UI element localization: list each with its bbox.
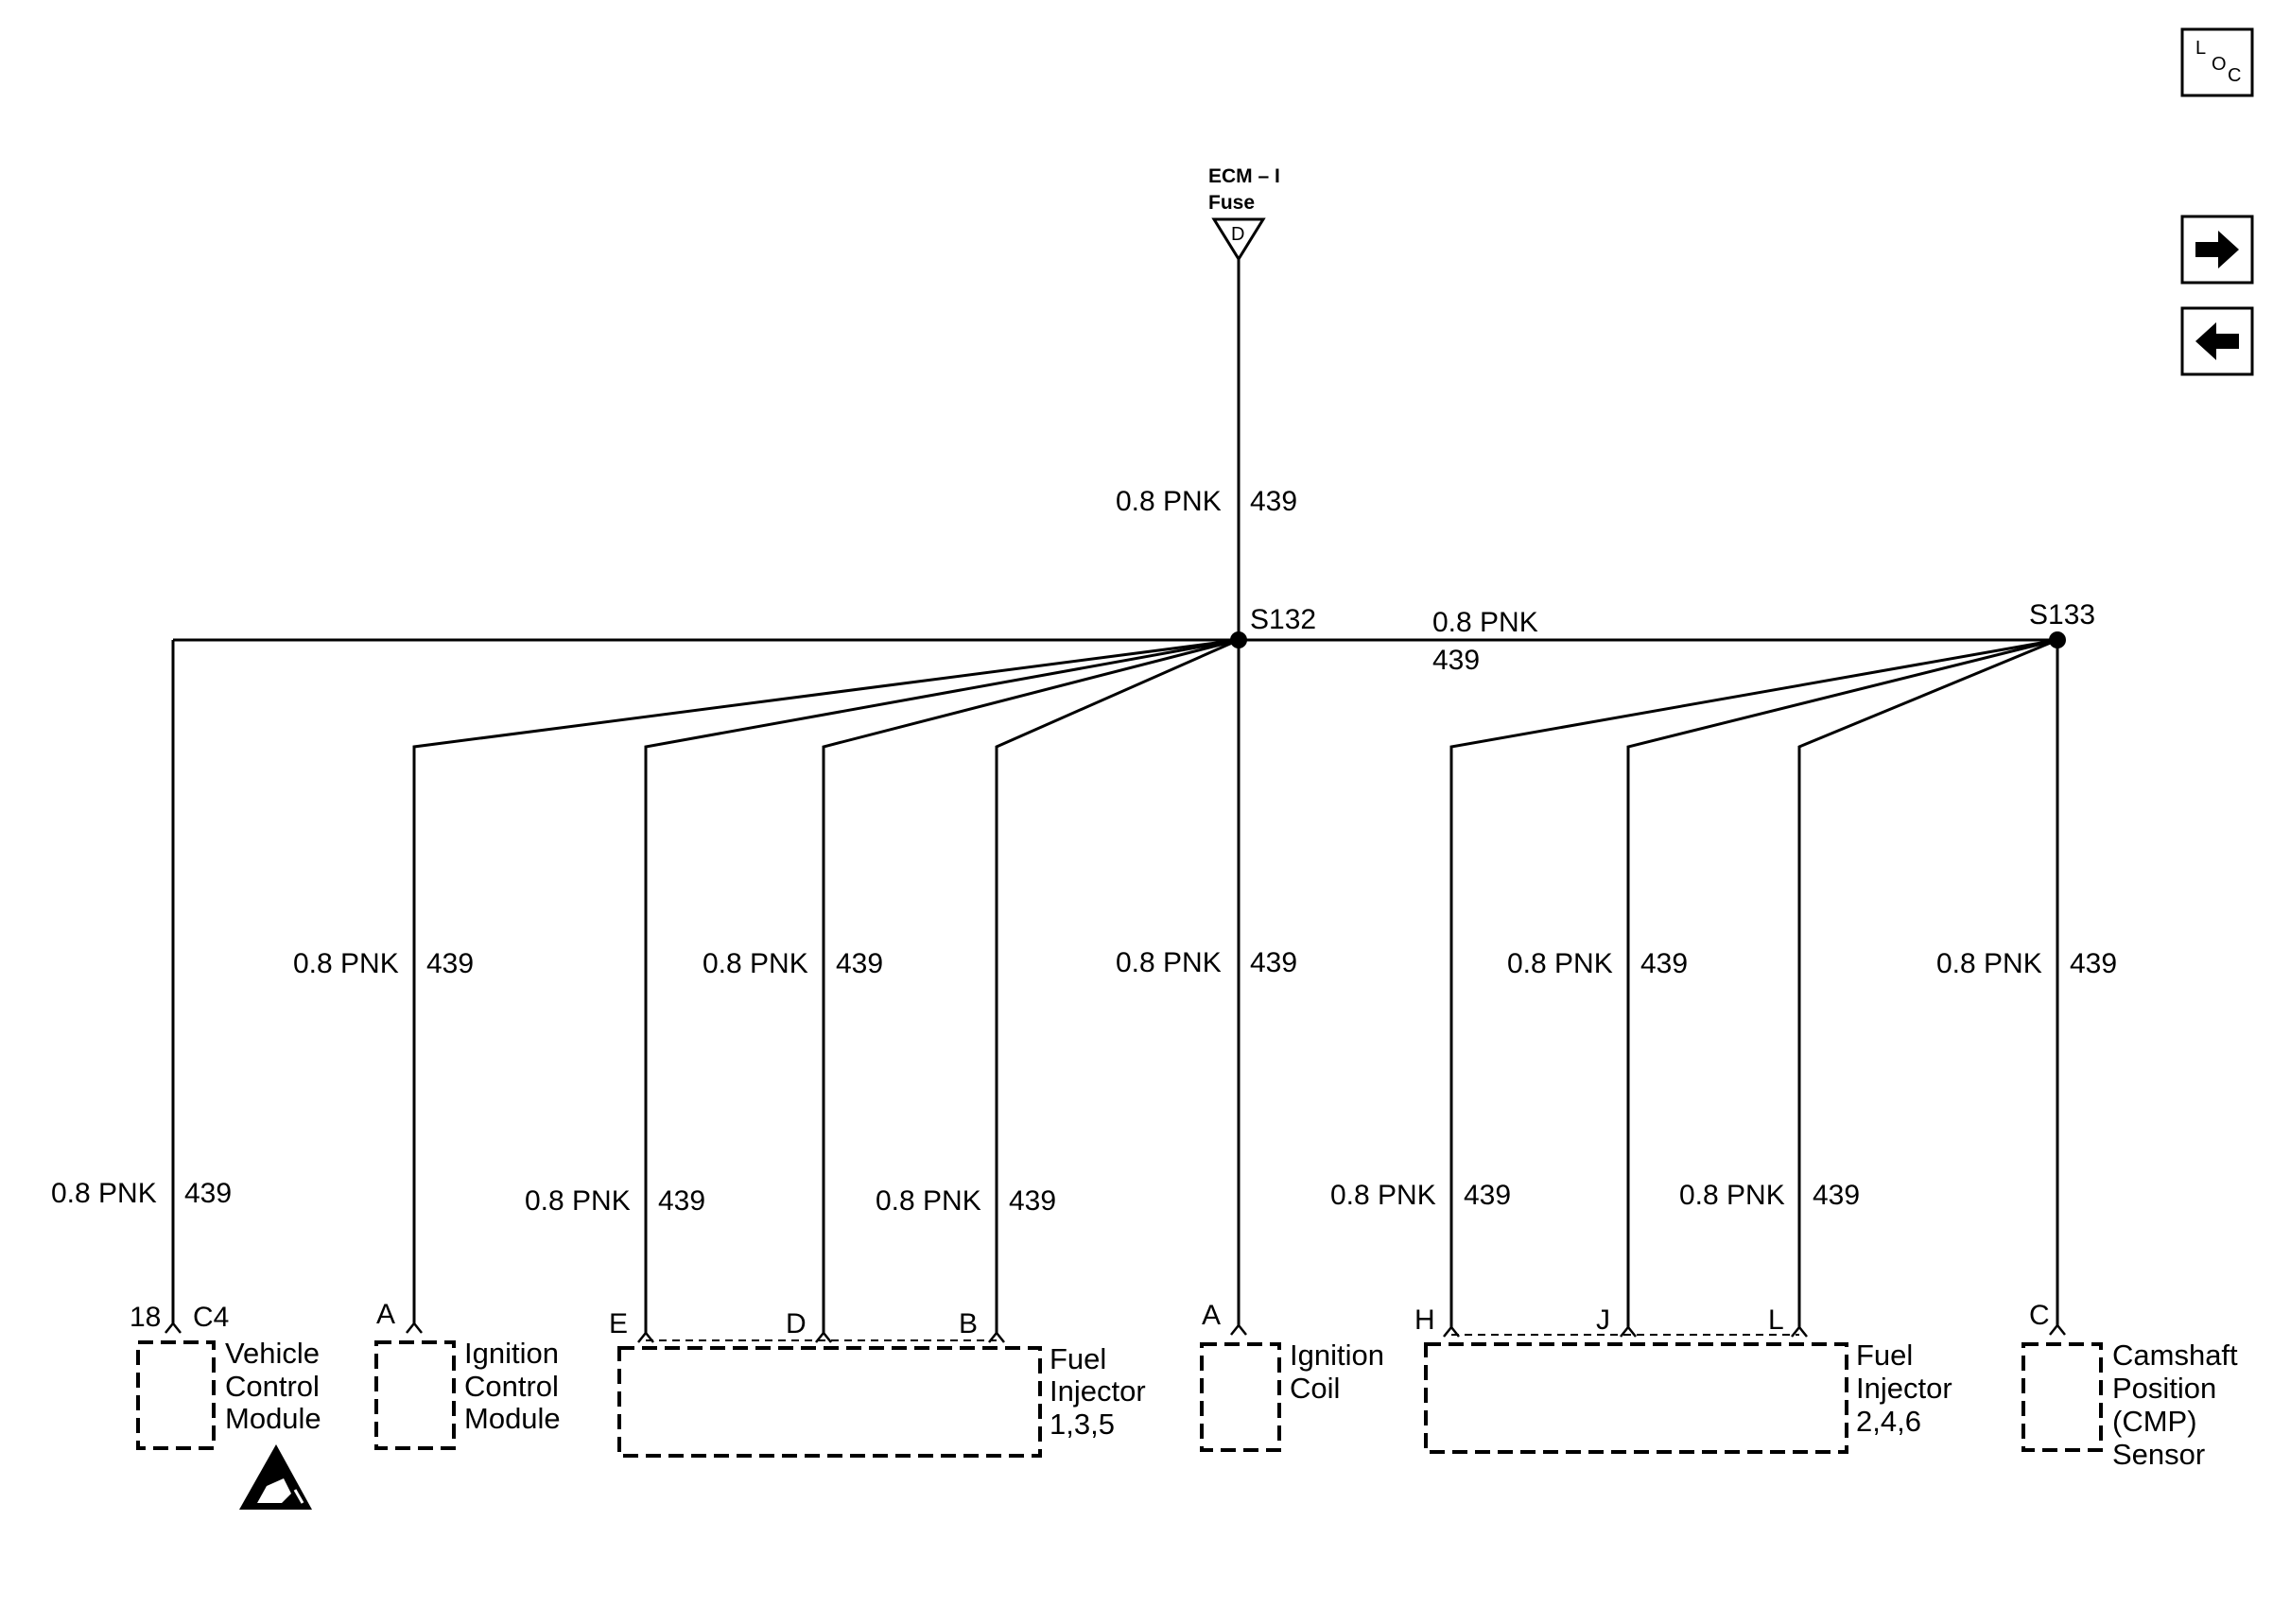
wire-label-gauge: 0.8 PNK xyxy=(1679,1180,1785,1211)
wire-label-circuit: 439 xyxy=(1813,1180,1860,1211)
fuse-terminal: D xyxy=(1231,224,1244,245)
icm-label-line1: Ignition xyxy=(464,1337,559,1370)
fuse-terminal-triangle xyxy=(1211,217,1266,262)
vcm-connector: C4 xyxy=(193,1302,229,1333)
cmp-label-line2: Position xyxy=(2112,1372,2216,1405)
ignition-coil: A Ignition Coil xyxy=(1200,1300,1384,1452)
wire-label-circuit: 439 xyxy=(836,948,883,979)
fuse-label: Fuse xyxy=(1208,192,1255,214)
wire-label-gauge: 0.8 PNK xyxy=(703,948,808,979)
injector-135-label-line3: 1,3,5 xyxy=(1050,1408,1115,1441)
splice-s133: S133 xyxy=(2029,599,2095,648)
injector-246-pin-l: L xyxy=(1768,1304,1784,1336)
locator-letter-l: L xyxy=(2195,38,2206,59)
injector-135-label-line1: Fuel xyxy=(1050,1342,1106,1375)
wire-label-gauge: 0.8 PNK xyxy=(1936,948,2042,979)
icm-pin: A xyxy=(376,1299,395,1330)
coil-label-line2: Coil xyxy=(1290,1372,1340,1405)
wire-label-circuit: 439 xyxy=(426,948,474,979)
ecm-i-fuse: ECM – I Fuse D xyxy=(1208,165,1280,262)
injector-246-pin-j: J xyxy=(1596,1304,1610,1336)
fuse-name: ECM – I xyxy=(1208,165,1280,187)
wire-label-gauge: 0.8 PNK xyxy=(1432,607,1538,638)
splice-s132: S132 xyxy=(1230,604,1316,648)
esd-warning-icon xyxy=(239,1444,312,1510)
injector-246-label-line2: Injector xyxy=(1856,1372,1952,1405)
cmp-label-line1: Camshaft xyxy=(2112,1339,2238,1372)
vcm-label-line1: Vehicle xyxy=(225,1337,320,1370)
icm-label-line3: Module xyxy=(464,1402,561,1435)
wire-label-circuit: 439 xyxy=(2070,948,2117,979)
locator-button[interactable]: L O C xyxy=(2180,27,2254,97)
icm-label-line2: Control xyxy=(464,1370,559,1403)
injector-246-pin-h: H xyxy=(1414,1304,1435,1336)
injector-135-pin-b: B xyxy=(959,1308,978,1339)
vehicle-control-module: 18 C4 Vehicle Control Module xyxy=(130,1302,321,1510)
wires xyxy=(171,259,2059,1335)
coil-label-line1: Ignition xyxy=(1290,1339,1384,1372)
coil-pin: A xyxy=(1202,1300,1221,1331)
vcm-label-line2: Control xyxy=(225,1370,320,1403)
wire-label-gauge: 0.8 PNK xyxy=(1507,948,1613,979)
cmp-pin: C xyxy=(2029,1300,2050,1331)
fuel-injector-246: H J L Fuel Injector 2,4,6 xyxy=(1414,1304,1952,1454)
camshaft-position-sensor: C Camshaft Position (CMP) Sensor xyxy=(2021,1300,2238,1471)
locator-letter-c: C xyxy=(2228,65,2241,86)
wire-label-circuit: 439 xyxy=(1640,948,1688,979)
wire-label-circuit: 439 xyxy=(1432,645,1480,676)
fuel-injector-135: E D B Fuel Injector 1,3,5 xyxy=(609,1308,1146,1458)
wire-label-circuit: 439 xyxy=(184,1178,232,1209)
splice-s132-label: S132 xyxy=(1250,604,1316,635)
wire-label-circuit: 439 xyxy=(1250,486,1297,517)
cmp-label-line4: Sensor xyxy=(2112,1438,2205,1471)
wire-label-gauge: 0.8 PNK xyxy=(1116,486,1222,517)
wire-label-gauge: 0.8 PNK xyxy=(525,1185,631,1217)
wire-label-gauge: 0.8 PNK xyxy=(876,1185,981,1217)
arrow-left-icon xyxy=(2195,322,2239,360)
wire-label-gauge: 0.8 PNK xyxy=(293,948,399,979)
injector-135-pin-e: E xyxy=(609,1308,628,1339)
injector-246-label-line1: Fuel xyxy=(1856,1339,1913,1372)
previous-page-button[interactable] xyxy=(2180,306,2254,376)
wire-label-circuit: 439 xyxy=(1250,947,1297,978)
wire-label-gauge: 0.8 PNK xyxy=(51,1178,157,1209)
locator-letter-o: O xyxy=(2212,54,2227,75)
vcm-label-line3: Module xyxy=(225,1402,321,1435)
injector-135-label-line2: Injector xyxy=(1050,1374,1146,1408)
wire-labels: 0.8 PNK 439 0.8 PNK 439 0.8 PNK 439 0.8 … xyxy=(51,486,2117,1217)
arrow-right-icon xyxy=(2195,231,2239,268)
splice-s133-label: S133 xyxy=(2029,599,2095,631)
injector-246-label-line3: 2,4,6 xyxy=(1856,1405,1921,1438)
wire-label-gauge: 0.8 PNK xyxy=(1330,1180,1436,1211)
wire-label-circuit: 439 xyxy=(1464,1180,1511,1211)
vcm-pin: 18 xyxy=(130,1302,161,1333)
terminal-marks xyxy=(165,1321,2066,1343)
wire-label-gauge: 0.8 PNK xyxy=(1116,947,1222,978)
injector-135-pin-d: D xyxy=(786,1308,807,1339)
ignition-control-module: A Ignition Control Module xyxy=(374,1299,561,1450)
next-page-button[interactable] xyxy=(2180,215,2254,285)
cmp-label-line3: (CMP) xyxy=(2112,1405,2197,1438)
wire-label-circuit: 439 xyxy=(1009,1185,1056,1217)
wire-label-circuit: 439 xyxy=(658,1185,705,1217)
